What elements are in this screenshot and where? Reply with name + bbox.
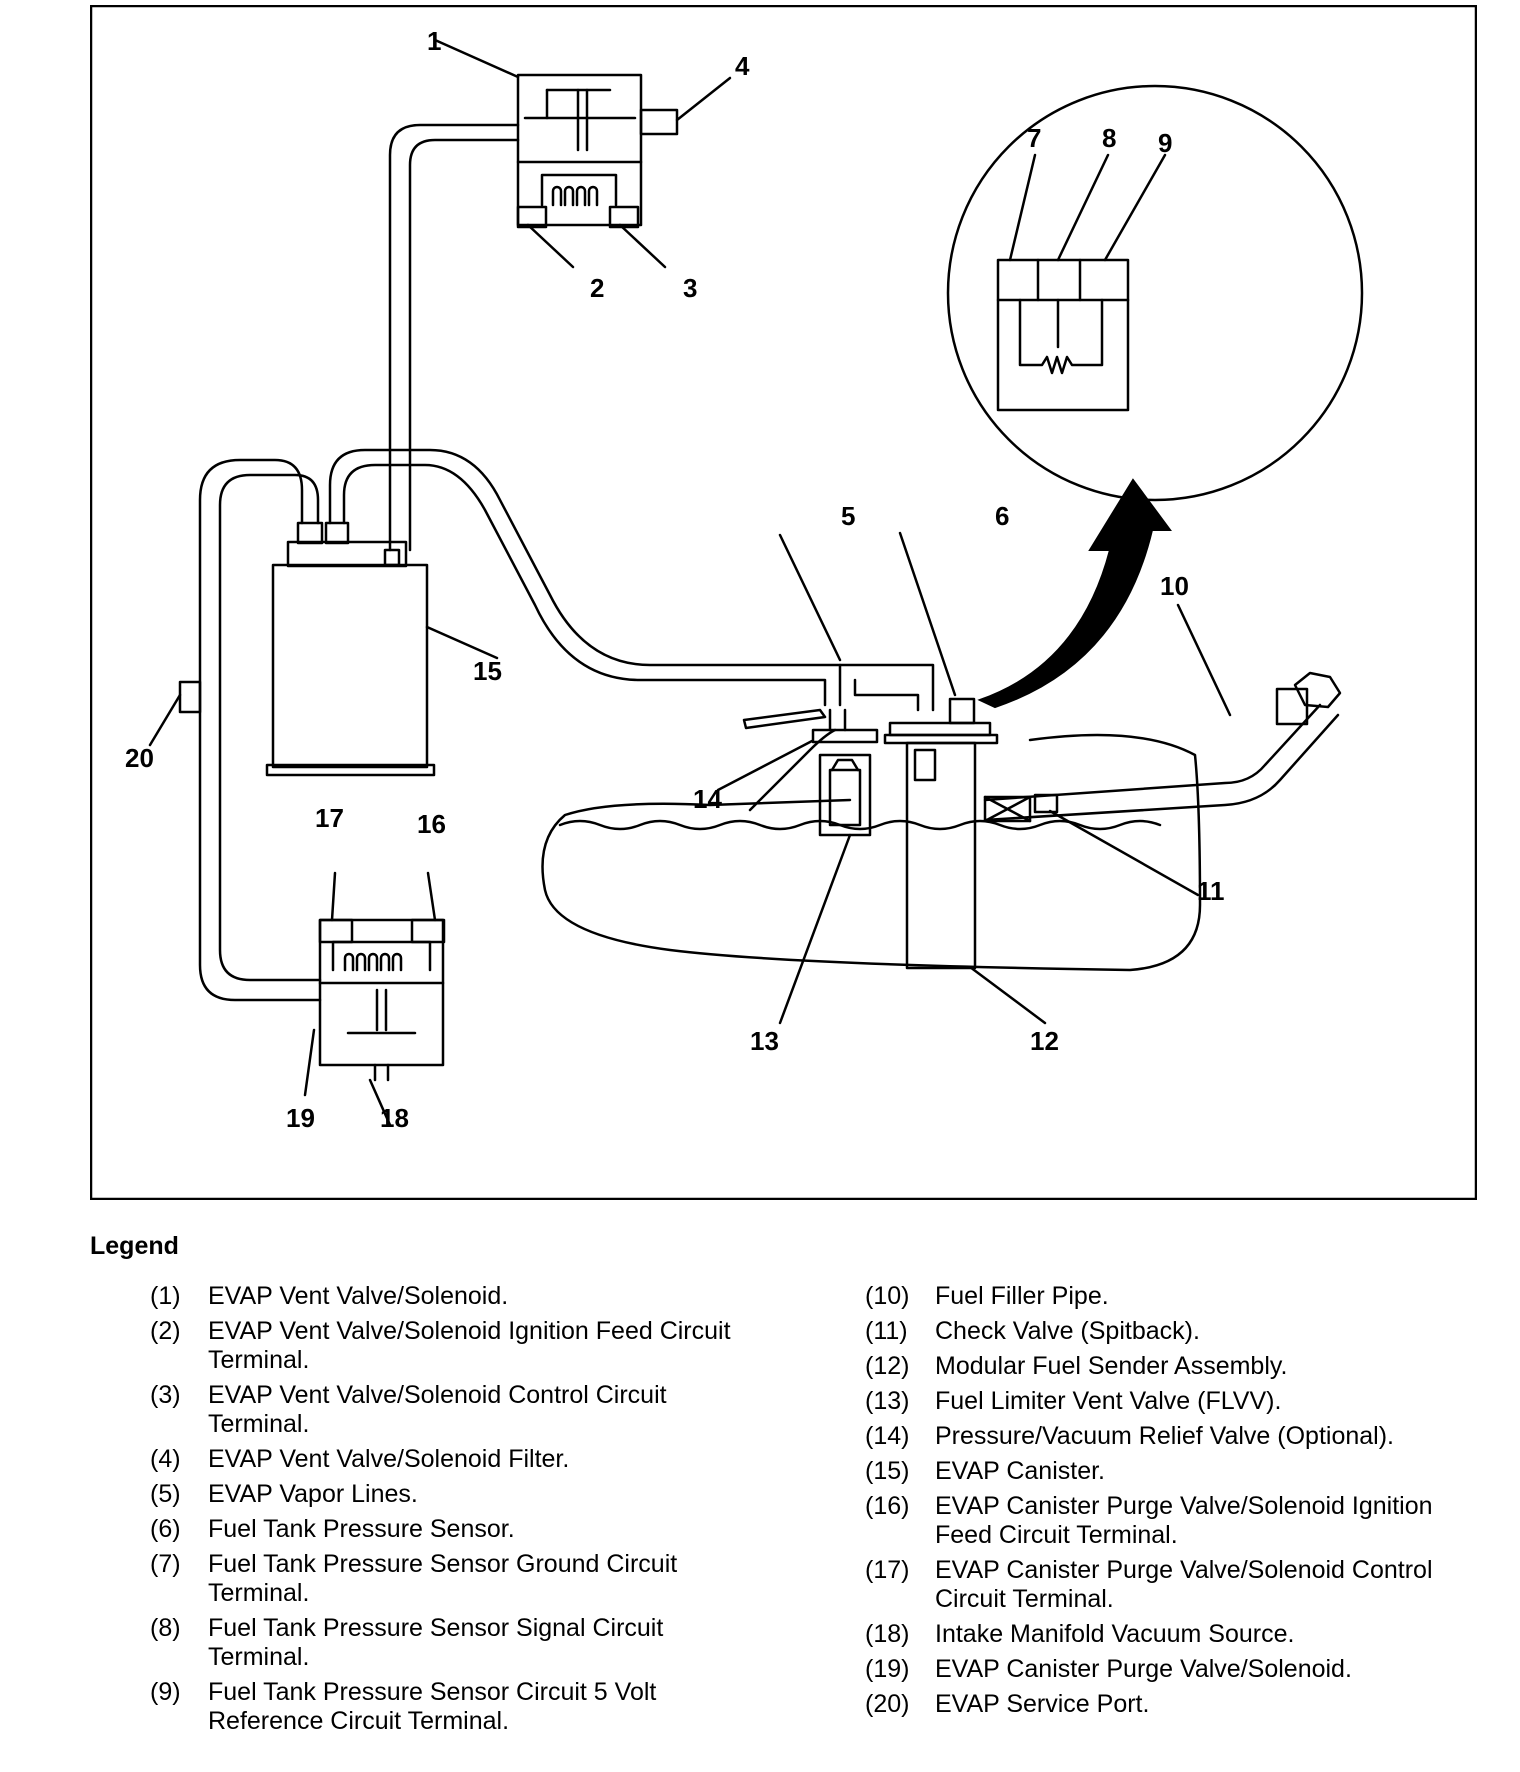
- legend-item: (11) Check Valve (Spitback).: [865, 1317, 1465, 1346]
- legend-item-text: Fuel Filler Pipe.: [935, 1282, 1109, 1310]
- legend-item-number: (2): [150, 1317, 181, 1345]
- legend-item-text: EVAP Vent Valve/Solenoid Control Circuit…: [208, 1381, 667, 1438]
- legend-item: (16) EVAP Canister Purge Valve/Solenoid I…: [865, 1492, 1465, 1550]
- legend-item-text: Check Valve (Spitback).: [935, 1317, 1200, 1345]
- callout-10: 10: [1160, 571, 1189, 601]
- legend-item-text: EVAP Canister.: [935, 1457, 1105, 1485]
- callout-16: 16: [417, 809, 446, 839]
- legend-item-number: (4): [150, 1445, 181, 1473]
- legend-item: (14) Pressure/Vacuum Relief Valve (Option…: [865, 1422, 1465, 1451]
- callout-11: 11: [1197, 876, 1225, 906]
- legend-item-number: (15): [865, 1457, 910, 1485]
- legend-item: (13) Fuel Limiter Vent Valve (FLVV).: [865, 1387, 1465, 1416]
- fuel-tank: [541, 728, 1202, 972]
- legend-item-number: (16): [865, 1492, 910, 1520]
- legend-item-number: (5): [150, 1480, 181, 1508]
- inset-arrow: [977, 478, 1172, 709]
- callout-3: 3: [683, 273, 697, 303]
- legend-item: (5) EVAP Vapor Lines.: [150, 1480, 760, 1509]
- legend-item-number: (17): [865, 1556, 910, 1584]
- legend-right-column: (10) Fuel Filler Pipe. (11) Check Valve (S…: [865, 1282, 1465, 1725]
- legend-item-number: (3): [150, 1381, 181, 1409]
- legend-item-text: Modular Fuel Sender Assembly.: [935, 1352, 1288, 1380]
- legend-item-text: Fuel Limiter Vent Valve (FLVV).: [935, 1387, 1282, 1415]
- fuel-limiter-vent-valve: [742, 708, 879, 837]
- callout-13: 13: [750, 1026, 779, 1056]
- callout-4: 4: [735, 51, 750, 81]
- legend-item-text: EVAP Vent Valve/Solenoid Ignition Feed C…: [208, 1317, 731, 1374]
- legend-item-number: (6): [150, 1515, 181, 1543]
- legend-item-text: EVAP Canister Purge Valve/Solenoid Contr…: [935, 1556, 1433, 1613]
- legend-item: (15) EVAP Canister.: [865, 1457, 1465, 1486]
- purge-valve-solenoid: [318, 918, 446, 1082]
- modular-fuel-sender: [883, 697, 999, 970]
- callout-20: 20: [125, 743, 154, 773]
- evap-canister: [265, 521, 436, 777]
- callout-18: 18: [380, 1103, 409, 1133]
- evap-system-diagram: 1 2 3 4 5 6 7 8 9 10 11 12 13 14 15 16 1…: [90, 5, 1477, 1200]
- evap-vapor-lines: [178, 123, 935, 1002]
- legend-item-number: (14): [865, 1422, 910, 1450]
- callout-12: 12: [1030, 1026, 1059, 1056]
- callout-19: 19: [286, 1103, 315, 1133]
- legend-item-number: (12): [865, 1352, 910, 1380]
- legend-item-text: EVAP Vent Valve/Solenoid.: [208, 1282, 509, 1310]
- callout-2: 2: [590, 273, 604, 303]
- legend-item-text: Fuel Tank Pressure Sensor Signal Circuit…: [208, 1614, 664, 1671]
- legend-item-text: Fuel Tank Pressure Sensor.: [208, 1515, 515, 1543]
- legend-item-text: EVAP Canister Purge Valve/Solenoid Ignit…: [935, 1492, 1433, 1549]
- legend-item-number: (7): [150, 1550, 181, 1578]
- callout-9: 9: [1158, 128, 1172, 158]
- diagram-border: [90, 5, 1477, 1200]
- legend-title: Legend: [90, 1232, 179, 1260]
- callout-1: 1: [427, 26, 441, 56]
- callout-8: 8: [1102, 123, 1116, 153]
- legend-item-text: EVAP Service Port.: [935, 1690, 1150, 1718]
- legend-item: (7) Fuel Tank Pressure Sensor Ground Circ…: [150, 1550, 760, 1608]
- legend-item-text: Fuel Tank Pressure Sensor Circuit 5 Volt…: [208, 1678, 657, 1735]
- pressure-sensor-inset: [946, 84, 1364, 502]
- legend-item: (8) Fuel Tank Pressure Sensor Signal Circ…: [150, 1614, 760, 1672]
- legend-item: (4) EVAP Vent Valve/Solenoid Filter.: [150, 1445, 760, 1474]
- leader-lines: [148, 38, 1232, 1127]
- vent-valve-solenoid: [516, 73, 679, 229]
- callout-15: 15: [473, 656, 502, 686]
- callout-5: 5: [841, 501, 855, 531]
- legend-item-text: EVAP Canister Purge Valve/Solenoid.: [935, 1655, 1352, 1683]
- legend-item: (2) EVAP Vent Valve/Solenoid Ignition Fee…: [150, 1317, 760, 1375]
- legend-item-number: (1): [150, 1282, 181, 1310]
- legend-item: (18) Intake Manifold Vacuum Source.: [865, 1620, 1465, 1649]
- legend-item: (12) Modular Fuel Sender Assembly.: [865, 1352, 1465, 1381]
- legend-item-number: (13): [865, 1387, 910, 1415]
- legend-item-text: EVAP Vent Valve/Solenoid Filter.: [208, 1445, 570, 1473]
- diagram-canvas: 1 2 3 4 5 6 7 8 9 10 11 12 13 14 15 16 1…: [90, 5, 1477, 1200]
- callout-labels: 1 2 3 4 5 6 7 8 9 10 11 12 13 14 15 16 1…: [125, 26, 1225, 1133]
- fuel-filler-pipe: [983, 671, 1342, 823]
- callout-14: 14: [693, 784, 722, 814]
- legend-item-number: (9): [150, 1678, 181, 1706]
- legend-item: (17) EVAP Canister Purge Valve/Solenoid C…: [865, 1556, 1465, 1614]
- legend-item-text: Pressure/Vacuum Relief Valve (Optional).: [935, 1422, 1394, 1450]
- legend-item: (10) Fuel Filler Pipe.: [865, 1282, 1465, 1311]
- legend-item-text: Fuel Tank Pressure Sensor Ground Circuit…: [208, 1550, 678, 1607]
- legend-item-number: (19): [865, 1655, 910, 1683]
- legend-item: (6) Fuel Tank Pressure Sensor.: [150, 1515, 760, 1544]
- callout-7: 7: [1027, 123, 1041, 153]
- legend-item: (9) Fuel Tank Pressure Sensor Circuit 5 V…: [150, 1678, 760, 1736]
- legend-item-text: Intake Manifold Vacuum Source.: [935, 1620, 1295, 1648]
- legend-item: (1) EVAP Vent Valve/Solenoid.: [150, 1282, 760, 1311]
- callout-17: 17: [315, 803, 344, 833]
- callout-6: 6: [995, 501, 1009, 531]
- legend-item-number: (8): [150, 1614, 181, 1642]
- legend-item: (19) EVAP Canister Purge Valve/Solenoid.: [865, 1655, 1465, 1684]
- legend-item-text: EVAP Vapor Lines.: [208, 1480, 418, 1508]
- legend-item-number: (10): [865, 1282, 910, 1310]
- legend-left-column: (1) EVAP Vent Valve/Solenoid. (2) EVAP Ven…: [150, 1282, 760, 1742]
- legend-item: (20) EVAP Service Port.: [865, 1690, 1465, 1719]
- legend-item-number: (20): [865, 1690, 910, 1718]
- legend-item: (3) EVAP Vent Valve/Solenoid Control Circ…: [150, 1381, 760, 1439]
- legend-item-number: (18): [865, 1620, 910, 1648]
- legend-item-number: (11): [865, 1317, 908, 1345]
